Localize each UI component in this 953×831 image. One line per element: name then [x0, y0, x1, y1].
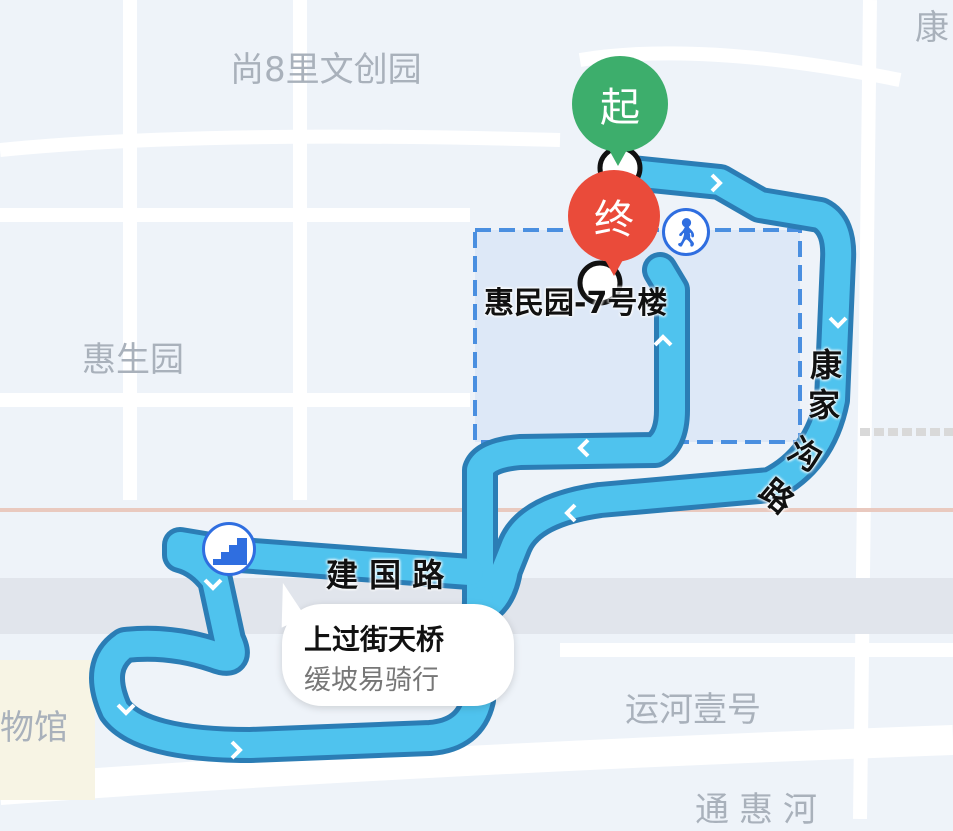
- overpass-callout: 上过街天桥 缓坡易骑行: [282, 604, 514, 706]
- walk-icon[interactable]: 🚶︎: [662, 208, 710, 256]
- poi-label: 惠生园: [82, 340, 184, 380]
- overpass-stairs-icon[interactable]: [202, 522, 256, 576]
- road-label-jianguo: 建 国 路: [326, 556, 445, 594]
- poi-label: 运河壹号: [625, 690, 761, 730]
- callout-subtitle: 缓坡易骑行: [304, 665, 439, 696]
- callout-title: 上过街天桥: [304, 623, 445, 656]
- poi-museum-area: [0, 660, 95, 800]
- destination-area: [473, 228, 802, 444]
- poi-label: 康: [915, 8, 949, 48]
- poi-label: 物馆: [0, 708, 68, 748]
- river-label: 通惠河: [695, 790, 827, 830]
- end-marker[interactable]: 终: [568, 170, 660, 276]
- destination-label: 惠民园-7号楼: [484, 286, 668, 321]
- start-marker[interactable]: 起: [572, 56, 668, 166]
- poi-label: 尚8里文创园: [230, 50, 422, 90]
- road-label-kangjiagou: 家: [808, 386, 841, 424]
- road-label-kangjiagou: 康: [810, 346, 843, 384]
- route-direction-arrows: [116, 173, 848, 760]
